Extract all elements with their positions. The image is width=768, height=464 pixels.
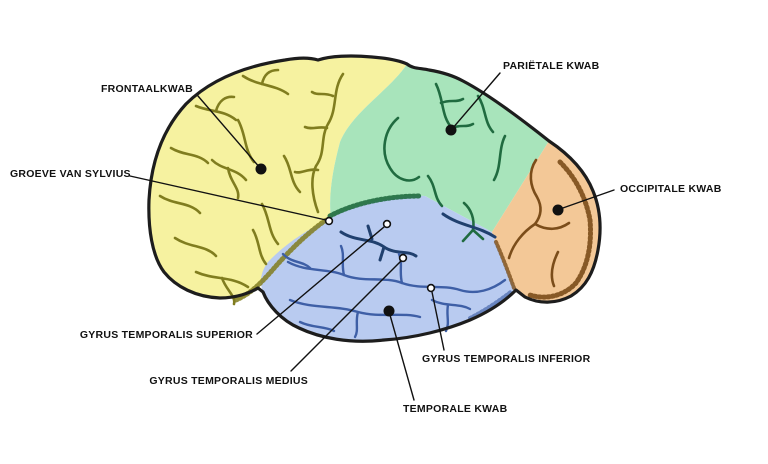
marker-frontal-dot xyxy=(255,163,267,175)
label-occipitale-kwab: OCCIPITALE KWAB xyxy=(620,183,722,195)
marker-parietal-dot xyxy=(445,124,457,136)
temporal-bottom-fringe xyxy=(468,289,514,320)
leader-line-gyrus-superior xyxy=(256,226,385,335)
marker-temporal-dot xyxy=(383,305,395,317)
occipital-edge-fringe xyxy=(527,159,593,300)
label-gyrus-temporalis-superior: GYRUS TEMPORALIS SUPERIOR xyxy=(79,329,253,341)
occipital-sulci xyxy=(507,158,571,288)
leader-line-gyrus-medius xyxy=(290,260,402,372)
label-parietale-kwab: PARIËTALE KWAB xyxy=(503,60,600,72)
label-frontaalkwab: FRONTAALKWAB xyxy=(100,83,193,95)
marker-gyrus-medius-circle xyxy=(398,253,408,263)
leader-line-frontal xyxy=(197,95,262,170)
leader-line-occipital xyxy=(559,189,615,210)
frontal-lobe xyxy=(148,56,407,300)
occipital-temporal-fringe xyxy=(494,240,516,290)
leader-line-temporal xyxy=(389,314,415,401)
marker-gyrus-superior-circle xyxy=(382,219,392,229)
marker-gyrus-inferior-circle xyxy=(426,283,436,293)
label-gyrus-temporalis-inferior: GYRUS TEMPORALIS INFERIOR xyxy=(422,353,591,365)
label-gyrus-temporalis-medius: GYRUS TEMPORALIS MEDIUS xyxy=(149,375,308,387)
leader-line-parietal xyxy=(451,72,501,130)
parietal-sulci xyxy=(383,82,507,243)
label-groeve-van-sylvius: GROEVE VAN SYLVIUS xyxy=(10,168,131,180)
marker-occipital-dot xyxy=(552,204,564,216)
leader-line-sylvius xyxy=(129,175,327,221)
parietal-temporal-fringe xyxy=(327,193,423,219)
parietal-lobe xyxy=(330,64,549,232)
marker-sylvius-circle xyxy=(324,216,334,226)
label-temporale-kwab: TEMPORALE KWAB xyxy=(403,403,508,415)
brain-outline xyxy=(147,54,602,343)
leader-line-gyrus-inferior xyxy=(431,291,445,351)
